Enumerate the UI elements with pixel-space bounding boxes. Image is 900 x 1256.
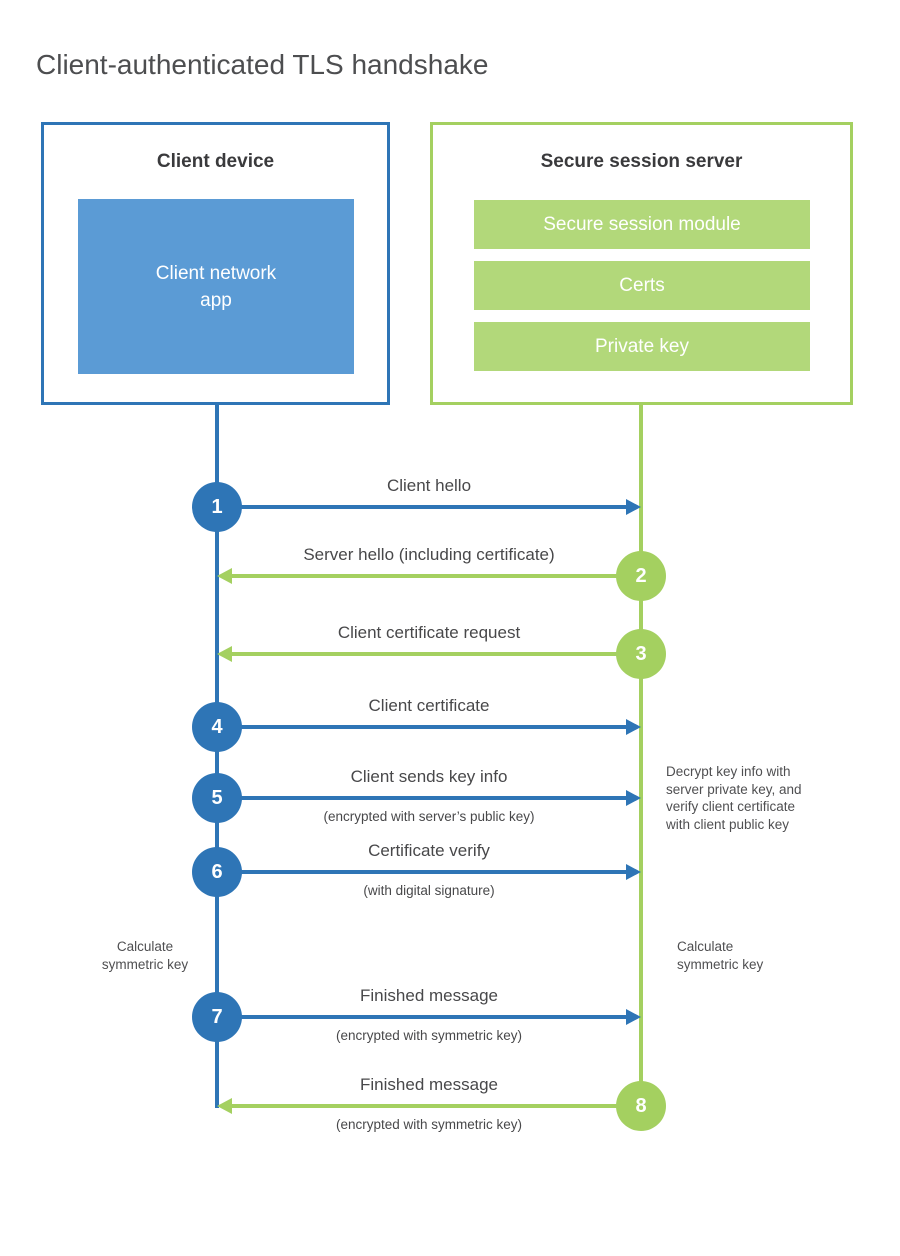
step-4-node: 4 bbox=[192, 702, 242, 752]
step-7-arrow-line bbox=[217, 1015, 627, 1019]
step-3-arrow-line bbox=[231, 652, 641, 656]
step-6-node: 6 bbox=[192, 847, 242, 897]
step-4-arrowhead-right-icon bbox=[626, 719, 641, 735]
step-5-sublabel: (encrypted with server’s public key) bbox=[323, 809, 535, 824]
secure-session-server-title: Secure session server bbox=[540, 151, 743, 172]
decrypt-key-note: Decrypt key info with server private key… bbox=[666, 764, 802, 832]
step-3-node: 3 bbox=[616, 629, 666, 679]
client-network-app-box: Client network app bbox=[78, 199, 354, 374]
step-3-arrowhead-left-icon bbox=[217, 646, 232, 662]
step-8-arrowhead-left-icon bbox=[217, 1098, 232, 1114]
step-4-label: Client certificate bbox=[368, 696, 490, 715]
step-5-label: Client sends key info bbox=[350, 767, 508, 786]
server-module-private-key: Private key bbox=[474, 322, 810, 371]
step-2-arrowhead-left-icon bbox=[217, 568, 232, 584]
step-6-arrow-line bbox=[217, 870, 627, 874]
step-2-node: 2 bbox=[616, 551, 666, 601]
step-7-node: 7 bbox=[192, 992, 242, 1042]
step-1-label: Client hello bbox=[386, 476, 472, 495]
client-device-title: Client device bbox=[156, 151, 275, 172]
calculate-symmetric-key-note-right: Calculate symmetric key bbox=[677, 939, 764, 972]
step-3-label: Client certificate request bbox=[337, 623, 521, 642]
server-lifeline bbox=[639, 405, 643, 1106]
step-7-arrowhead-right-icon bbox=[626, 1009, 641, 1025]
step-5-arrowhead-right-icon bbox=[626, 790, 641, 806]
step-7-sublabel: (encrypted with symmetric key) bbox=[335, 1028, 523, 1043]
step-8-arrow-line bbox=[231, 1104, 641, 1108]
step-8-sublabel: (encrypted with symmetric key) bbox=[335, 1117, 523, 1132]
step-6-arrowhead-right-icon bbox=[626, 864, 641, 880]
step-6-label: Certificate verify bbox=[368, 841, 490, 860]
step-8-label: Finished message bbox=[360, 1075, 498, 1094]
calculate-symmetric-key-note-left: Calculate symmetric key bbox=[101, 939, 189, 972]
server-module-secure-session: Secure session module bbox=[474, 200, 810, 249]
step-5-node: 5 bbox=[192, 773, 242, 823]
page-title: Client-authenticated TLS handshake bbox=[36, 48, 489, 80]
step-6-sublabel: (with digital signature) bbox=[363, 883, 495, 898]
step-1-arrow-line bbox=[217, 505, 627, 509]
step-2-arrow-line bbox=[231, 574, 641, 578]
step-5-arrow-line bbox=[217, 796, 627, 800]
step-8-node: 8 bbox=[616, 1081, 666, 1131]
step-1-node: 1 bbox=[192, 482, 242, 532]
step-7-label: Finished message bbox=[360, 986, 498, 1005]
client-lifeline bbox=[215, 405, 219, 1108]
step-1-arrowhead-right-icon bbox=[626, 499, 641, 515]
step-2-label: Server hello (including certificate) bbox=[303, 545, 555, 564]
step-4-arrow-line bbox=[217, 725, 627, 729]
server-module-certs: Certs bbox=[474, 261, 810, 310]
